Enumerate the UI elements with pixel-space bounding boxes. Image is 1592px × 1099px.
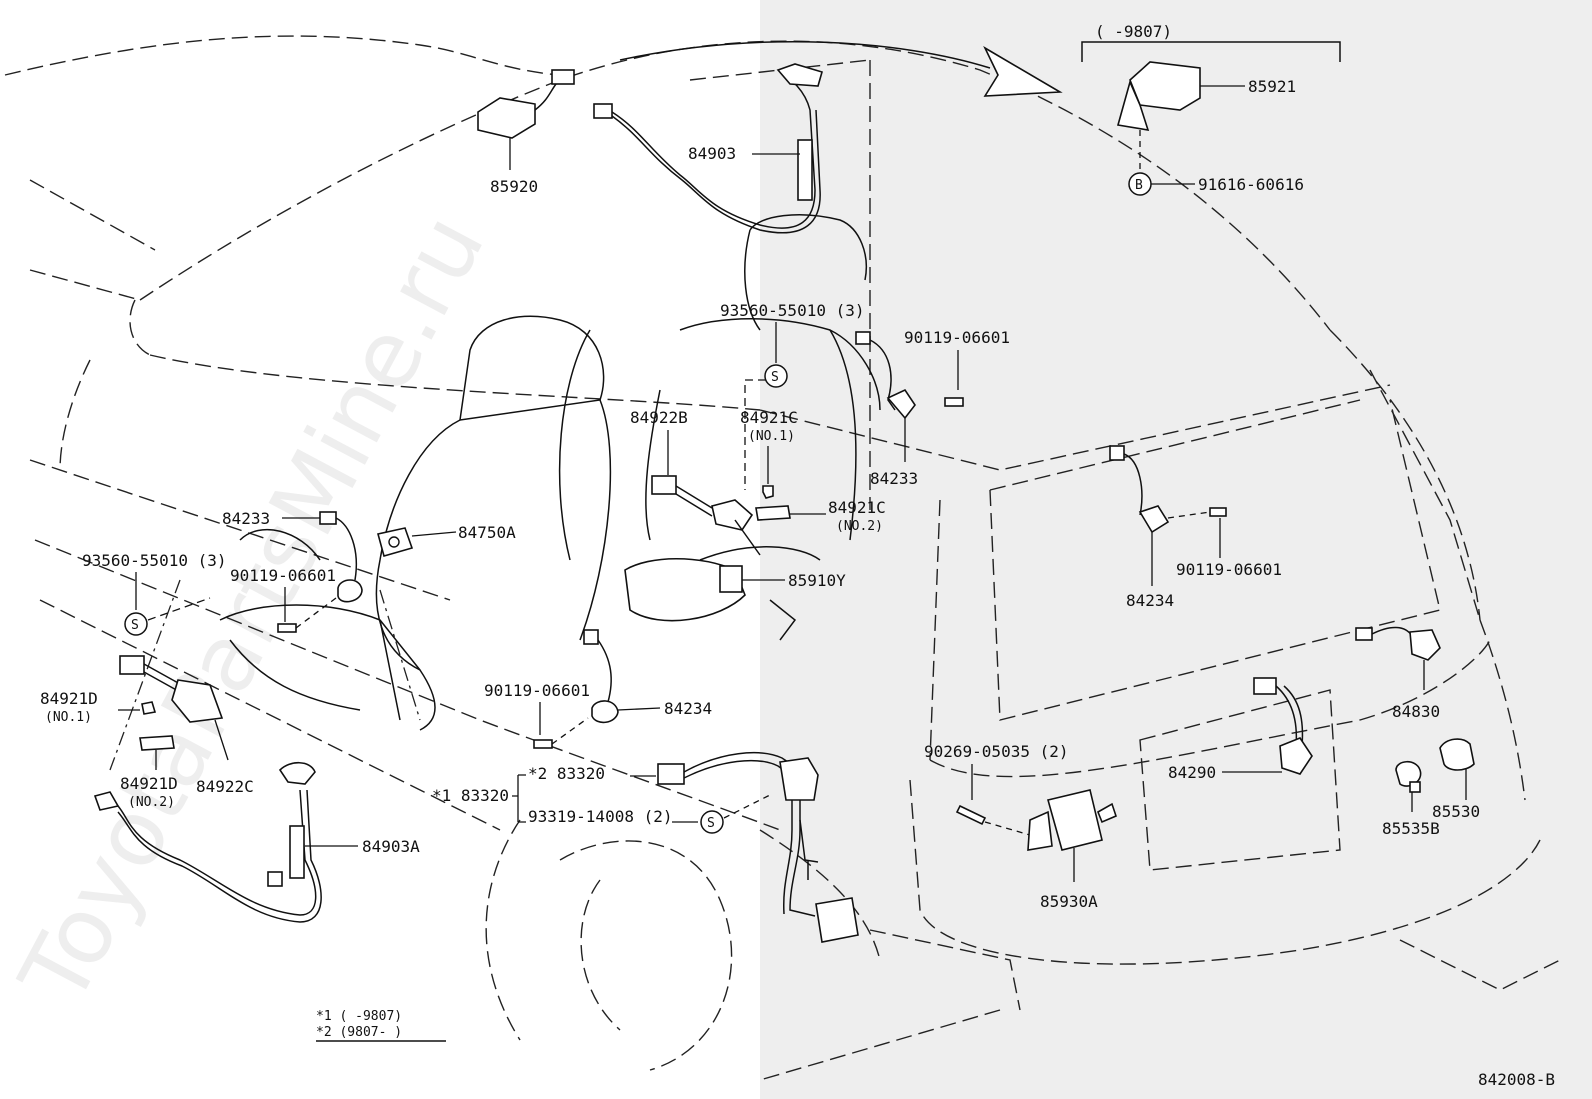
part-84233-front-sensor[interactable] <box>319 511 363 603</box>
bolt-90119-rear <box>1209 507 1227 517</box>
label-83320-star2: *2 83320 <box>528 764 605 783</box>
note-star2: *2 (9807- ) <box>316 1025 402 1040</box>
label-84922b: 84922B <box>630 408 688 427</box>
label-83320-star1: *1 83320 <box>432 786 509 805</box>
label-90119-06601-left: 90119-06601 <box>230 566 336 585</box>
label-84921d-no2-sub: (NO.2) <box>128 795 175 810</box>
label-84921c-no2-sub: (NO.2) <box>836 519 883 534</box>
part-84830-switch[interactable] <box>1355 626 1441 690</box>
label-84921d-no2: 84921D <box>120 774 178 793</box>
note-star1: *1 ( -9807) <box>316 1009 402 1024</box>
label-84750a: 84750A <box>458 523 516 542</box>
label-85530: 85530 <box>1432 802 1480 821</box>
marker-b-text: B <box>1135 178 1143 193</box>
marker-s-left <box>124 612 148 636</box>
diagram-code: 842008-B <box>1478 1070 1555 1089</box>
bolt-90119-center <box>533 739 553 749</box>
part-85530-buzzer[interactable] <box>1439 738 1475 800</box>
seat-outlines <box>219 214 881 731</box>
part-85535b-buzzer[interactable] <box>1395 760 1422 812</box>
label-84233-upper: 84233 <box>870 469 918 488</box>
label-84903a: 84903A <box>362 837 420 856</box>
label-90119-06601-center: 90119-06601 <box>484 681 590 700</box>
label-93560-55010-lower: 93560-55010 (3) <box>82 551 227 570</box>
part-83320-harness[interactable] <box>657 751 859 943</box>
marker-s-upper-text: S <box>771 370 779 385</box>
marker-s-bottom <box>700 810 724 834</box>
label-93560-55010-upper: 93560-55010 (3) <box>720 301 865 320</box>
bolt-90119-upper <box>944 397 964 407</box>
vehicle-body-outline <box>4 35 1561 1081</box>
label-90119-06601-upper: 90119-06601 <box>904 328 1010 347</box>
part-84290-switch[interactable] <box>1222 677 1313 775</box>
label-85930a: 85930A <box>1040 892 1098 911</box>
label-84903: 84903 <box>688 144 736 163</box>
marker-s-upper <box>764 364 788 388</box>
label-93319-14008: 93319-14008 (2) <box>528 807 673 826</box>
label-85921: 85921 <box>1248 77 1296 96</box>
label-84922c: 84922C <box>196 777 254 796</box>
screw-90269 <box>955 804 1031 836</box>
label-90119-06601-rear: 90119-06601 <box>1176 560 1282 579</box>
part-84234-rear-sensor[interactable] <box>1109 445 1170 586</box>
label-84921c-no1: 84921C <box>740 408 798 427</box>
label-84830: 84830 <box>1392 702 1440 721</box>
part-84922c-switch[interactable] <box>119 655 229 761</box>
bolt-90119-left <box>277 623 297 633</box>
label-84290: 84290 <box>1168 763 1216 782</box>
part-84903-harness[interactable] <box>593 63 823 234</box>
range-top-label: ( -9807) <box>1095 22 1172 41</box>
label-90269-05035: 90269-05035 (2) <box>924 742 1069 761</box>
label-84921c-no1-sub: (NO.1) <box>748 429 795 444</box>
part-85910y-module[interactable] <box>624 558 797 641</box>
marker-s-bottom-text: S <box>707 816 715 831</box>
label-91616-60616: 91616-60616 <box>1198 175 1304 194</box>
part-85930a-module[interactable] <box>1027 789 1117 882</box>
label-84921d-no1: 84921D <box>40 689 98 708</box>
part-84233-rear-sensor[interactable] <box>855 331 916 462</box>
label-84234-rear: 84234 <box>1126 591 1174 610</box>
part-84922b-switch[interactable] <box>651 475 761 556</box>
label-84233-front: 84233 <box>222 509 270 528</box>
label-84921c-no2: 84921C <box>828 498 886 517</box>
part-84903a-harness[interactable] <box>93 761 358 923</box>
range-bracket <box>1081 41 1341 62</box>
part-85920-sensor[interactable] <box>477 69 575 170</box>
part-84234-center-sensor[interactable] <box>583 629 661 724</box>
part-84921c-no1[interactable] <box>762 485 774 499</box>
label-84234-center: 84234 <box>664 699 712 718</box>
direction-arrow <box>619 41 1063 97</box>
part-85921-module[interactable] <box>1116 61 1245 172</box>
part-84750a-switch[interactable] <box>377 527 457 557</box>
label-85535b: 85535B <box>1382 819 1440 838</box>
marker-s-left-text: S <box>131 618 139 633</box>
part-84921d-no1[interactable] <box>141 701 157 715</box>
part-84921c-no2[interactable] <box>755 505 791 521</box>
label-85920: 85920 <box>490 177 538 196</box>
part-84921d-no2[interactable] <box>139 735 175 751</box>
label-84921d-no1-sub: (NO.1) <box>45 710 92 725</box>
label-85910y: 85910Y <box>788 571 846 590</box>
